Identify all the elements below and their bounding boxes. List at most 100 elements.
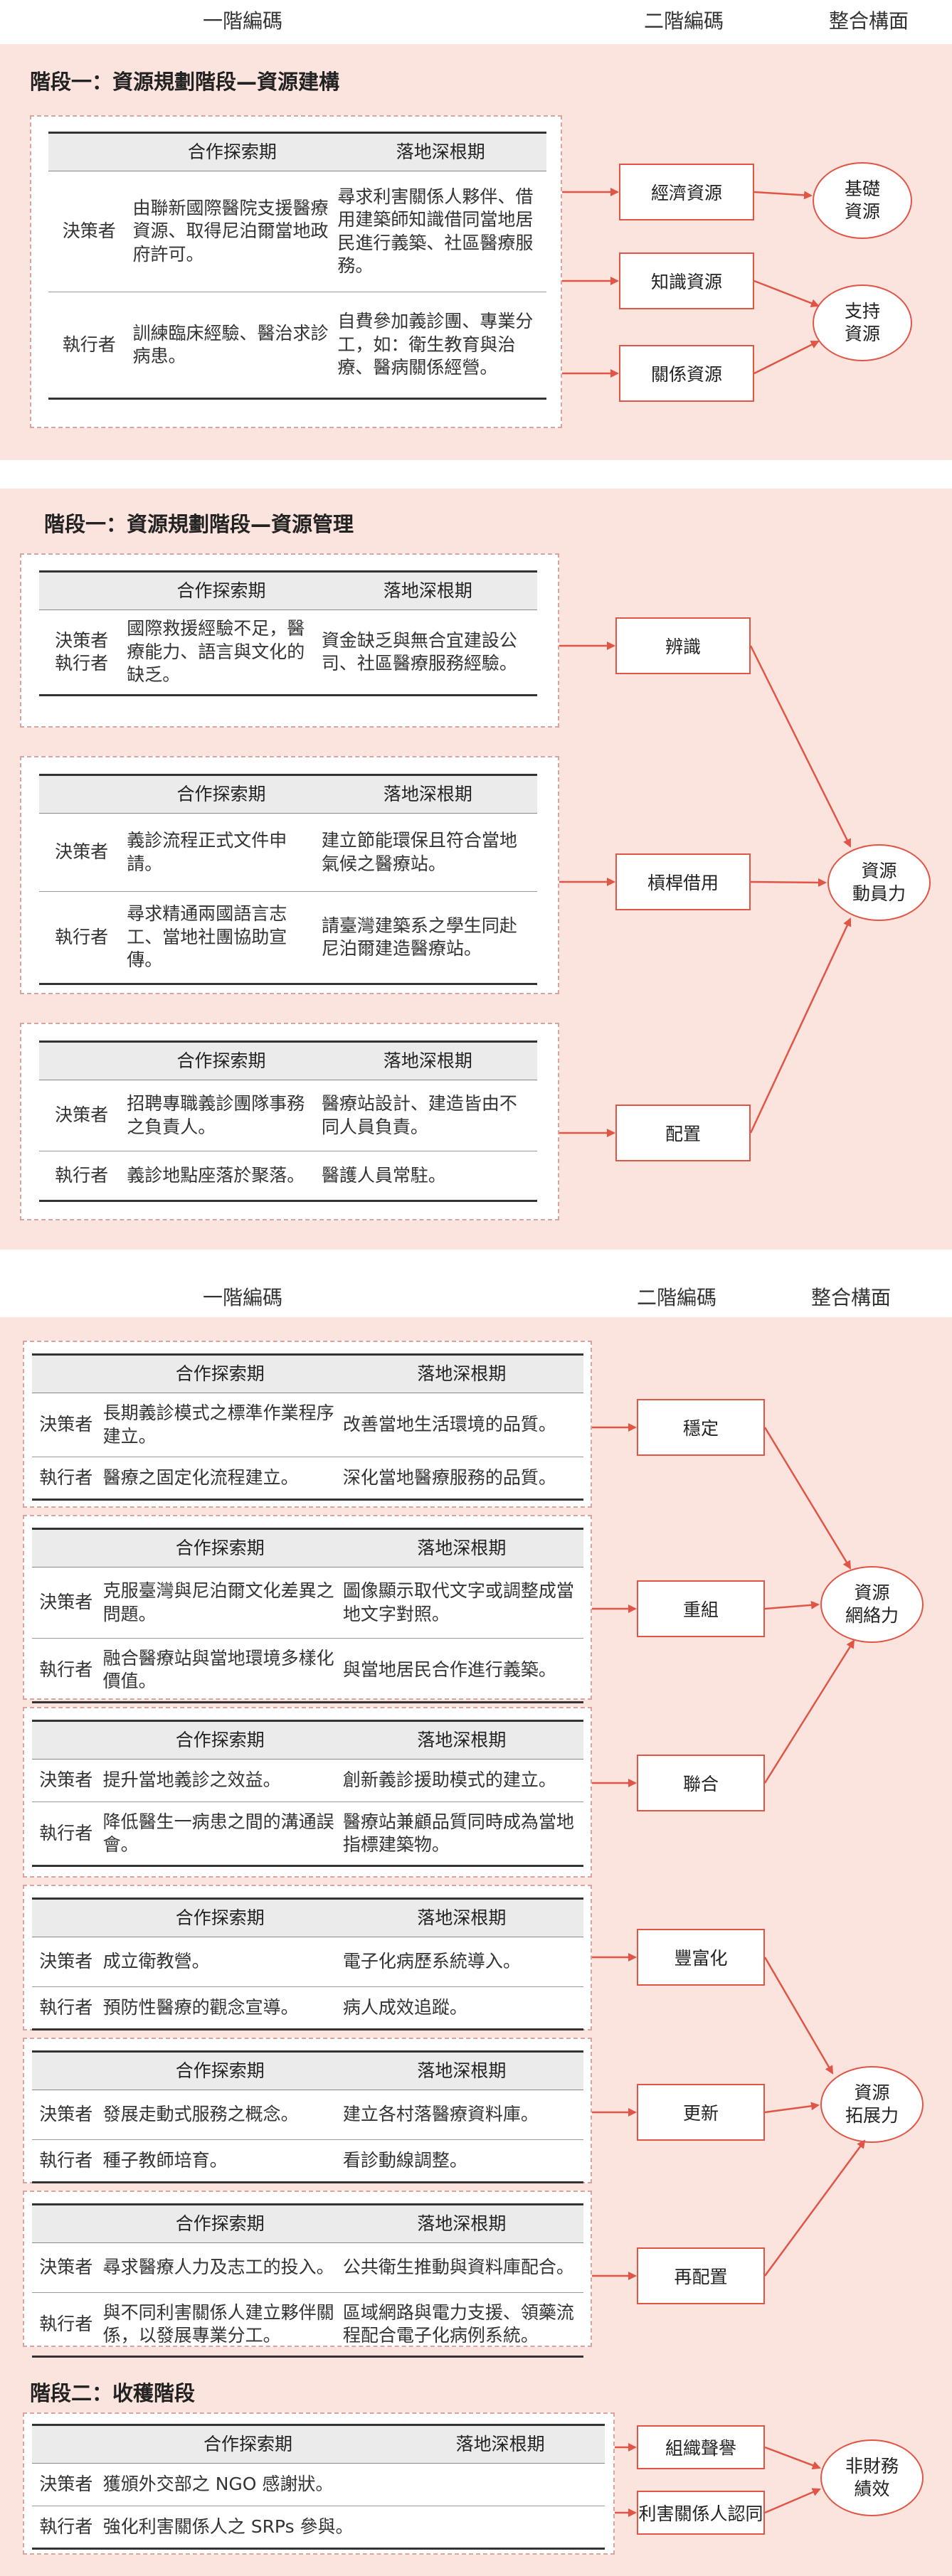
coop-cell: 降低醫生一病患之間的溝通誤會。 (100, 1801, 340, 1867)
coop-cell: 克服臺灣與尼泊爾文化差異之問題。 (100, 1567, 340, 1639)
header-rooted-cell: 落地深根期 (339, 2050, 583, 2090)
section4-code-reputation: 組織聲譽 (637, 2425, 765, 2469)
header-role-cell (32, 1528, 100, 1568)
section2-group2-header-row: 合作探索期落地深根期 (39, 774, 537, 814)
coop-cell: 招聘專職義診團隊事務之負責人。 (124, 1080, 319, 1151)
section2-code-1: 辨識 (615, 617, 751, 674)
section4-row: 執行者強化利害關係人之 SRPs 參與。 (32, 2506, 605, 2550)
header-rooted-cell: 落地深根期 (339, 1720, 583, 1760)
section1-code-3: 關係資源 (619, 345, 754, 402)
section3-outcome-network: 資源 網絡力 (820, 1566, 924, 1643)
role-cell: 決策者 (48, 171, 130, 292)
rooted-cell: 請臺灣建築系之學生同赴尼泊爾建造醫療站。 (318, 891, 537, 985)
rooted-cell: 區域網路與電力支援、領藥流程配合電子化病例系統。 (339, 2292, 583, 2358)
section3-group2-table: 合作探索期落地深根期決策者克服臺灣與尼泊爾文化差異之問題。圖像顯示取代文字或調整… (32, 1528, 583, 1703)
section3-group1-table: 合作探索期落地深根期決策者長期義診模式之標準作業程序建立。改善當地生活環境的品質… (32, 1353, 583, 1501)
rooted-cell: 建立各村落醫療資料庫。 (339, 2090, 583, 2140)
section3-group3-row: 執行者降低醫生一病患之間的溝通誤會。醫療站兼顧品質同時成為當地指標建築物。 (32, 1801, 583, 1867)
coop-cell: 長期義診模式之標準作業程序建立。 (100, 1393, 340, 1457)
section1-title: 階段一：資源規劃階段—資源建構 (30, 70, 340, 94)
role-cell: 執行者 (39, 891, 125, 985)
coop-cell: 義診地點座落於聚落。 (124, 1151, 319, 1202)
section4-title: 階段二：收穫階段 (30, 2381, 196, 2405)
section2-title: 階段一：資源規劃階段—資源管理 (44, 512, 354, 536)
section1-outcome-support: 支持 資源 (813, 284, 912, 361)
header-role-cell (32, 1720, 100, 1760)
section2-group1-table: 合作探索期落地深根期決策者 執行者國際救援經驗不足，醫療能力、語言與文化的缺乏。… (39, 570, 537, 696)
header-rooted-cell: 落地深根期 (339, 1898, 583, 1937)
role-cell: 執行者 (39, 1151, 125, 1202)
section3-group5-table: 合作探索期落地深根期決策者發展走動式服務之概念。建立各村落醫療資料庫。執行者種子… (32, 2050, 583, 2183)
section2-code-2: 槓桿借用 (615, 853, 751, 910)
section4-code-recognition: 利害關係人認同 (637, 2491, 765, 2535)
section3-group6-row: 執行者與不同利害關係人建立夥伴關係，以發展專業分工。區域網路與電力支援、領藥流程… (32, 2292, 583, 2358)
section3-code-1: 穩定 (637, 1399, 765, 1456)
role-cell: 決策者 (32, 2090, 100, 2140)
section3-group1-header-row: 合作探索期落地深根期 (32, 1353, 583, 1393)
section3-code-6: 再配置 (637, 2247, 765, 2304)
section2-group3-row: 決策者招聘專職義診團隊事務之負責人。醫療站設計、建造皆由不同人員負責。 (39, 1080, 537, 1151)
section3-group2-header-row: 合作探索期落地深根期 (32, 1528, 583, 1568)
section2-group3-table: 合作探索期落地深根期決策者招聘專職義診團隊事務之負責人。醫療站設計、建造皆由不同… (39, 1040, 537, 1202)
section3-group2-row: 決策者克服臺灣與尼泊爾文化差異之問題。圖像顯示取代文字或調整成當地文字對照。 (32, 1567, 583, 1639)
header-rooted-cell: 落地深根期 (318, 774, 537, 814)
role-cell: 決策者 (32, 2242, 100, 2293)
section1-header-row: 合作探索期落地深根期 (48, 132, 546, 171)
section1-code-2: 知識資源 (619, 252, 754, 309)
rooted-cell (396, 2506, 605, 2550)
rooted-cell: 病人成效追蹤。 (339, 1986, 583, 2031)
rooted-cell: 尋求利害關係人夥伴、借用建築師知識借同當地居民進行義築、社區醫療服務。 (334, 171, 546, 292)
rooted-cell: 創新義診援助模式的建立。 (339, 1759, 583, 1802)
header-role-cell (39, 1040, 125, 1080)
header-role-cell (48, 132, 130, 171)
coop-cell: 義診流程正式文件申請。 (124, 813, 319, 892)
section2-group1-row: 決策者 執行者國際救援經驗不足，醫療能力、語言與文化的缺乏。資金缺乏與無合宜建設… (39, 610, 537, 696)
section2-outcome: 資源 動員力 (827, 844, 931, 921)
rooted-cell: 公共衛生推動與資料庫配合。 (339, 2242, 583, 2293)
rooted-cell: 資金缺乏與無合宜建設公司、社區醫療服務經驗。 (318, 610, 537, 696)
coop-cell: 國際救援經驗不足，醫療能力、語言與文化的缺乏。 (124, 610, 319, 696)
role-cell: 決策者 執行者 (39, 610, 125, 696)
coop-cell: 由聯新國際醫院支援醫療資源、取得尼泊爾當地政府許可。 (129, 171, 335, 292)
coop-cell: 預防性醫療的觀念宣導。 (100, 1986, 340, 2031)
header-role-cell (32, 1898, 100, 1937)
section3-code-5: 更新 (637, 2084, 765, 2141)
header-role-cell (39, 774, 125, 814)
rooted-cell: 醫療站兼顧品質同時成為當地指標建築物。 (339, 1801, 583, 1867)
coop-cell: 尋求精通兩國語言志工、當地社團協助宣傳。 (124, 891, 319, 985)
section2-group3-header-row: 合作探索期落地深根期 (39, 1040, 537, 1080)
role-cell: 決策者 (32, 1393, 100, 1457)
role-cell: 決策者 (32, 1567, 100, 1639)
role-cell: 決策者 (39, 1080, 125, 1151)
header-first-level: 一階編碼 (203, 1286, 283, 1309)
coop-cell: 強化利害關係人之 SRPs 參與。 (100, 2506, 396, 2550)
header-rooted-cell: 落地深根期 (318, 1040, 537, 1080)
section1-outcome-basic: 基礎 資源 (813, 162, 912, 239)
coop-cell: 成立衛教營。 (100, 1937, 340, 1987)
header-coop-cell: 合作探索期 (100, 1720, 340, 1760)
section3-outcome-expand: 資源 拓展力 (820, 2066, 924, 2143)
rooted-cell: 看診動線調整。 (339, 2139, 583, 2183)
section3-group4-table: 合作探索期落地深根期決策者成立衛教營。電子化病歷系統導入。執行者預防性醫療的觀念… (32, 1898, 583, 2031)
section3-group6-row: 決策者尋求醫療人力及志工的投入。公共衛生推動與資料庫配合。 (32, 2242, 583, 2293)
section3-group3-header-row: 合作探索期落地深根期 (32, 1720, 583, 1760)
header-role-cell (32, 1353, 100, 1393)
section1-row: 決策者由聯新國際醫院支援醫療資源、取得尼泊爾當地政府許可。尋求利害關係人夥伴、借… (48, 171, 546, 292)
role-cell: 決策者 (32, 2463, 100, 2506)
header-role-cell (32, 2050, 100, 2090)
rooted-cell: 與當地居民合作進行義築。 (339, 1638, 583, 1703)
rooted-cell (396, 2463, 605, 2506)
header-second-level: 二階編碼 (637, 1286, 717, 1309)
rooted-cell: 電子化病歷系統導入。 (339, 1937, 583, 1987)
rooted-cell: 建立節能環保且符合當地氣候之醫療站。 (318, 813, 537, 892)
header-rooted-cell: 落地深根期 (339, 1353, 583, 1393)
header-rooted-cell: 落地深根期 (318, 570, 537, 610)
coop-cell: 發展走動式服務之概念。 (100, 2090, 340, 2140)
coop-cell: 尋求醫療人力及志工的投入。 (100, 2242, 340, 2293)
section1-row: 執行者訓練臨床經驗、醫治求診病患。自費參加義診團、專業分工，如：衛生教育與治療、… (48, 292, 546, 400)
section2-code-3: 配置 (615, 1105, 751, 1161)
section2-group2-row: 執行者尋求精通兩國語言志工、當地社團協助宣傳。請臺灣建築系之學生同赴尼泊爾建造醫… (39, 891, 537, 985)
rooted-cell: 深化當地醫療服務的品質。 (339, 1457, 583, 1501)
header-rooted-cell: 落地深根期 (396, 2424, 605, 2464)
section3-group1-row: 執行者醫療之固定化流程建立。深化當地醫療服務的品質。 (32, 1457, 583, 1501)
